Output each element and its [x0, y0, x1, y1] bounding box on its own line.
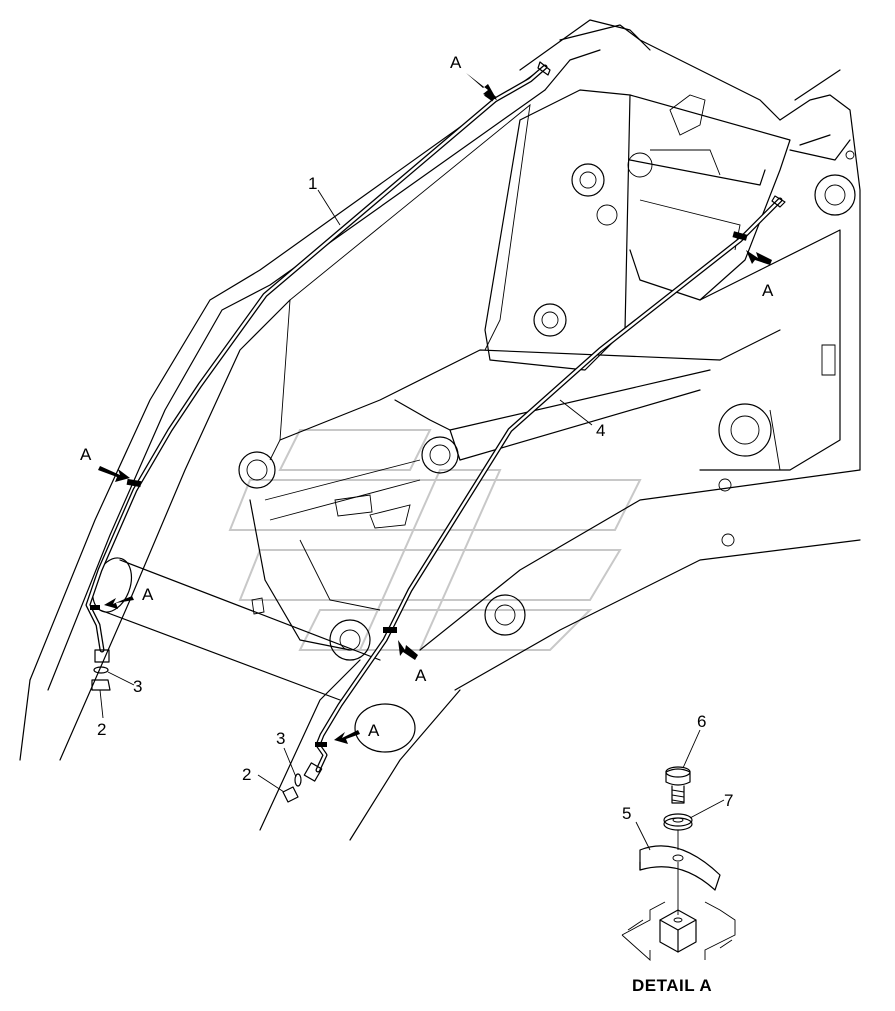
- leader-lines: [99, 189, 725, 851]
- callout-numbers: 1 4 3 2 3 2 6 7 5: [97, 174, 733, 823]
- detail-arrows: [98, 73, 772, 744]
- hydraulic-line-4: [303, 195, 786, 782]
- line-4-end-fitting: [771, 195, 786, 208]
- line-1-end-fitting: [537, 61, 551, 76]
- boom-structure: [19, 19, 861, 841]
- fitting-parts: [91, 666, 302, 803]
- washer-7: [663, 813, 693, 850]
- marker-a1: A: [450, 53, 462, 72]
- arrow-a5: [398, 640, 418, 660]
- line-1-lower-fitting: [94, 649, 110, 663]
- line-4-lower-fitting: [303, 762, 323, 782]
- callout-4: 4: [596, 421, 605, 440]
- plug-2a: [91, 679, 111, 691]
- o-ring-3a: [93, 666, 109, 674]
- o-ring-3b: [294, 773, 302, 787]
- arrow-a6: [334, 730, 360, 744]
- hydraulic-line-1: [85, 61, 551, 663]
- callout-5: 5: [622, 804, 631, 823]
- clamp-a2: [126, 478, 142, 488]
- callout-3b: 3: [276, 729, 285, 748]
- callout-1: 1: [308, 174, 317, 193]
- marker-a4: A: [762, 281, 774, 300]
- arrow-a1: [466, 73, 497, 100]
- arrow-a2: [98, 466, 130, 482]
- detail-markers: A A A A A A: [80, 53, 774, 740]
- clamp-a6: [315, 742, 327, 747]
- clamp-plate-5: [639, 845, 721, 891]
- callout-6: 6: [697, 712, 706, 731]
- callout-3a: 3: [133, 677, 142, 696]
- marker-a2: A: [80, 445, 92, 464]
- callout-2a: 2: [97, 720, 106, 739]
- bolt-6: [665, 766, 691, 804]
- marker-a5: A: [415, 666, 427, 685]
- callout-7: 7: [724, 791, 733, 810]
- plug-2b: [282, 786, 299, 803]
- detail-a: DETAIL A: [621, 766, 736, 995]
- marker-a6: A: [368, 721, 380, 740]
- marker-a3: A: [142, 585, 154, 604]
- clamp-a4: [732, 231, 748, 241]
- detail-a-title: DETAIL A: [632, 976, 712, 995]
- arrow-a4: [746, 250, 772, 265]
- mount-block: [621, 862, 736, 962]
- callout-2b: 2: [242, 765, 251, 784]
- arrow-a3: [104, 596, 134, 609]
- clamp-a3: [90, 605, 100, 610]
- watermark-logo: [228, 429, 642, 651]
- clamp-a5: [383, 627, 397, 633]
